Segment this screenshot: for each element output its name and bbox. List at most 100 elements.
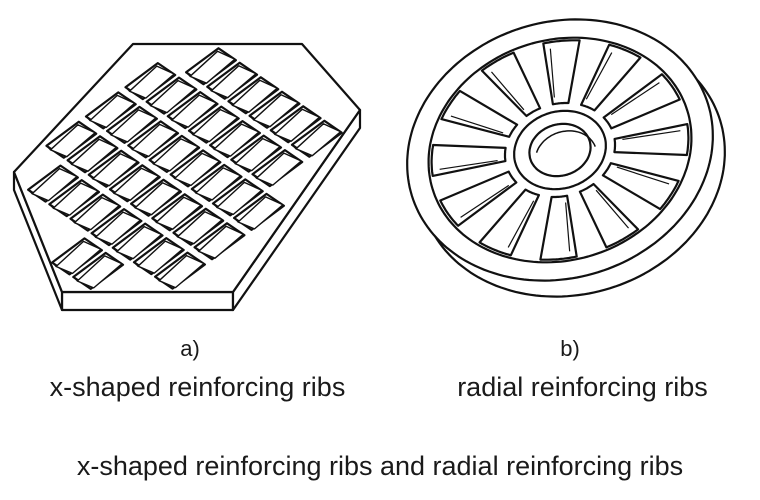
grid-pocket — [154, 251, 206, 290]
pocket-floor — [237, 196, 284, 230]
radial-pocket — [601, 162, 680, 211]
grid-pocket — [105, 105, 158, 144]
grid-pocket — [172, 207, 225, 246]
hub-bore-depth — [535, 130, 596, 153]
pocket-floor — [210, 65, 257, 99]
pocket-floor — [110, 109, 157, 143]
pocket-floor — [234, 137, 281, 172]
radial-ribbed-disc — [406, 18, 726, 298]
grid-pocket — [169, 149, 222, 188]
pocket-floor — [152, 138, 199, 172]
radial-pocket — [439, 170, 518, 227]
pocket-floor — [128, 65, 175, 99]
pocket-floor — [73, 196, 120, 231]
grid-pocket — [187, 105, 240, 144]
pocket-corner-edge — [146, 101, 152, 107]
grid-pocket — [148, 134, 201, 173]
radial-pocket — [578, 182, 640, 249]
pocket-corner-edge — [127, 145, 133, 150]
pocket-floor — [137, 240, 184, 274]
pocket-floor — [173, 152, 221, 187]
grid-pocket — [251, 149, 304, 188]
radial-pocket — [440, 89, 519, 138]
pocket-corner-edge — [206, 86, 212, 92]
grid-pocket — [190, 163, 243, 202]
pocket-floor — [113, 167, 160, 201]
radial-pocket — [430, 143, 507, 177]
plate-front-wall — [60, 290, 235, 312]
pocket-floor — [216, 181, 263, 216]
pocket-floor — [171, 94, 218, 128]
pocket-floor — [197, 225, 245, 259]
grid-pocket — [127, 120, 180, 159]
caption-x-shaped-ribs: x-shaped reinforcing ribs — [49, 372, 346, 402]
grid-pocket — [130, 178, 182, 217]
pocket-floor — [116, 225, 163, 260]
pocket-corner-edge — [48, 203, 54, 209]
pocket-floor — [94, 211, 142, 245]
pocket-corner-edge — [270, 129, 276, 135]
pocket-corner-edge — [72, 276, 78, 282]
radial-pocket — [478, 188, 541, 257]
pocket-corner-edge — [233, 217, 239, 223]
pocket-floor — [31, 167, 78, 202]
pocket-corner-edge — [167, 115, 173, 121]
pocket-floor — [89, 94, 136, 129]
pocket-rim — [439, 170, 518, 227]
pocket-depth-edge — [565, 202, 571, 252]
grid-pocket — [87, 149, 140, 188]
pocket-corner-edge — [212, 203, 218, 208]
part-label-a: a) — [180, 336, 200, 361]
pocket-corner-edge — [154, 276, 160, 282]
radial-pocket — [613, 122, 690, 157]
pocket-rim — [601, 162, 680, 211]
pocket-rim — [480, 51, 542, 118]
grid-pocket — [27, 164, 80, 203]
pocket-corner-edge — [133, 261, 139, 267]
pocket-floor — [149, 79, 197, 114]
pocket-depth-edge — [507, 200, 535, 248]
pocket-floor — [189, 50, 236, 84]
pocket-depth-edge — [549, 48, 555, 98]
pocket-rim — [542, 39, 581, 106]
pocket-corner-edge — [109, 188, 115, 194]
grid-pocket — [132, 237, 185, 276]
pocket-depth-edge — [616, 166, 670, 185]
radial-pocket — [579, 43, 642, 112]
grid-pocket — [72, 251, 125, 290]
grid-pocket — [66, 135, 119, 174]
pocket-corner-edge — [194, 246, 200, 252]
grid-pocket — [108, 164, 161, 203]
grid-pocket — [48, 179, 101, 218]
radial-pocket — [539, 194, 578, 261]
pocket-depth-edge — [622, 130, 681, 141]
pocket-corner-edge — [91, 232, 97, 238]
pocket-depth-edge — [610, 82, 660, 116]
pocket-corner-edge — [27, 189, 33, 195]
pocket-rim — [539, 194, 578, 261]
grid-pocket — [290, 119, 343, 158]
radial-pocket — [542, 39, 581, 106]
pocket-floor — [274, 108, 321, 142]
pocket-rim — [440, 89, 519, 138]
pocket-depth-edge — [491, 71, 525, 111]
pocket-corner-edge — [112, 247, 118, 253]
pocket-floor — [134, 182, 181, 216]
pocket-corner-edge — [85, 116, 91, 121]
pocket-floor — [231, 79, 278, 113]
pocket-floor — [176, 211, 223, 245]
pocket-floor — [92, 153, 139, 187]
pocket-depth-edge — [439, 159, 498, 170]
pocket-corner-edge — [230, 159, 236, 165]
figure-artwork — [12, 18, 726, 312]
grid-pocket — [211, 178, 264, 217]
pocket-rim — [478, 188, 541, 257]
caption-radial-ribs: radial reinforcing ribs — [457, 372, 708, 402]
pocket-corner-edge — [228, 100, 233, 106]
pocket-floor — [155, 196, 202, 230]
pocket-rim — [602, 73, 681, 130]
pocket-floor — [158, 254, 205, 289]
grid-pocket — [233, 192, 285, 231]
pocket-corner-edge — [46, 145, 51, 151]
grid-ribbed-plate — [12, 42, 362, 312]
